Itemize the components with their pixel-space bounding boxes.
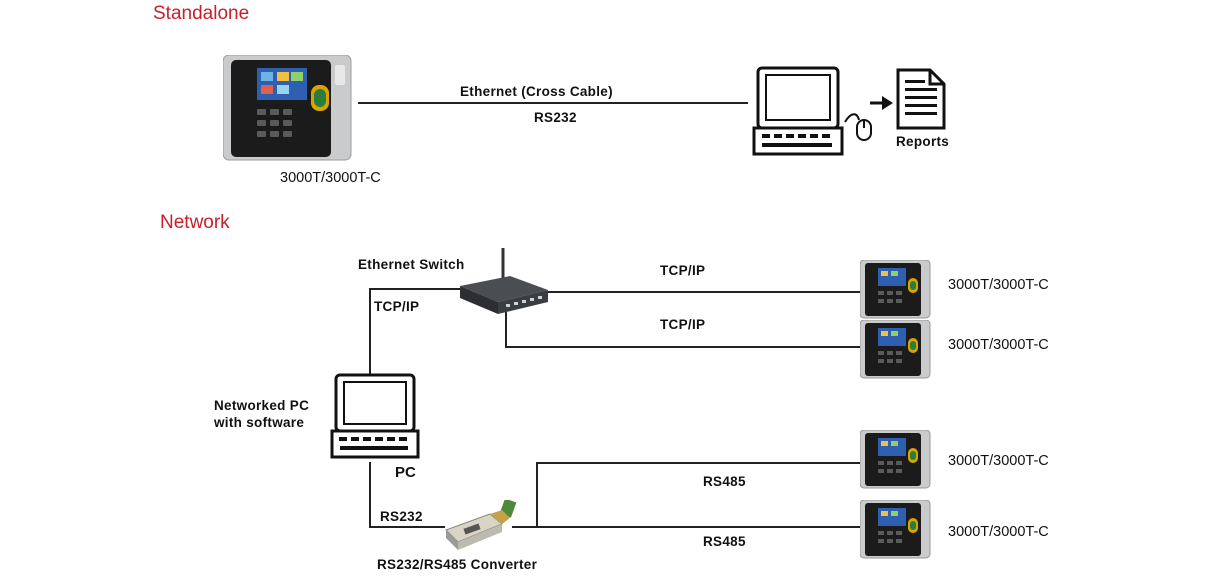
pc-converter-line: [369, 462, 445, 528]
device3-link-label: RS485: [703, 474, 746, 489]
reports-label: Reports: [896, 134, 950, 149]
device2-model-label: 3000T/3000T-C: [948, 337, 1049, 353]
rs232-rs485-converter-icon: [445, 500, 517, 550]
device4-model-label: 3000T/3000T-C: [948, 524, 1049, 540]
pc-label: PC: [395, 464, 416, 481]
network-terminal-device-2: [860, 320, 931, 379]
converter-device3-line: [536, 462, 862, 527]
standalone-device-model: 3000T/3000T-C: [280, 170, 381, 186]
device1-link-label: TCP/IP: [660, 263, 706, 278]
converter-label: RS232/RS485 Converter: [377, 557, 538, 572]
network-terminal-device-1: [860, 260, 931, 319]
standalone-mouse-icon: [844, 113, 872, 141]
pc-caption-line2: with software: [214, 415, 305, 430]
standalone-pc-icon: [752, 66, 844, 156]
device3-model-label: 3000T/3000T-C: [948, 453, 1049, 469]
device4-link-label: RS485: [703, 534, 746, 549]
standalone-link-label-ethernet: Ethernet (Cross Cable): [460, 84, 613, 99]
switch-device2-line: [505, 312, 862, 348]
rs232-link-label: RS232: [380, 509, 423, 524]
device1-model-label: 3000T/3000T-C: [948, 277, 1049, 293]
network-terminal-device-3: [860, 430, 931, 489]
standalone-heading: Standalone: [153, 3, 250, 24]
report-document-icon: [896, 68, 946, 130]
standalone-link-label-rs232: RS232: [534, 110, 577, 125]
switch-pc-line: [369, 288, 462, 378]
network-terminal-device-4: [860, 500, 931, 559]
network-heading: Network: [160, 212, 230, 233]
networked-pc-icon: [330, 373, 420, 459]
standalone-terminal-device: [223, 55, 352, 161]
switch-pc-link-label: TCP/IP: [374, 299, 420, 314]
pc-caption-line1: Networked PC: [214, 398, 310, 413]
arrow-right-icon: [870, 96, 893, 110]
ethernet-switch-label: Ethernet Switch: [358, 257, 465, 272]
device2-link-label: TCP/IP: [660, 317, 706, 332]
ethernet-switch-icon: [460, 248, 548, 314]
